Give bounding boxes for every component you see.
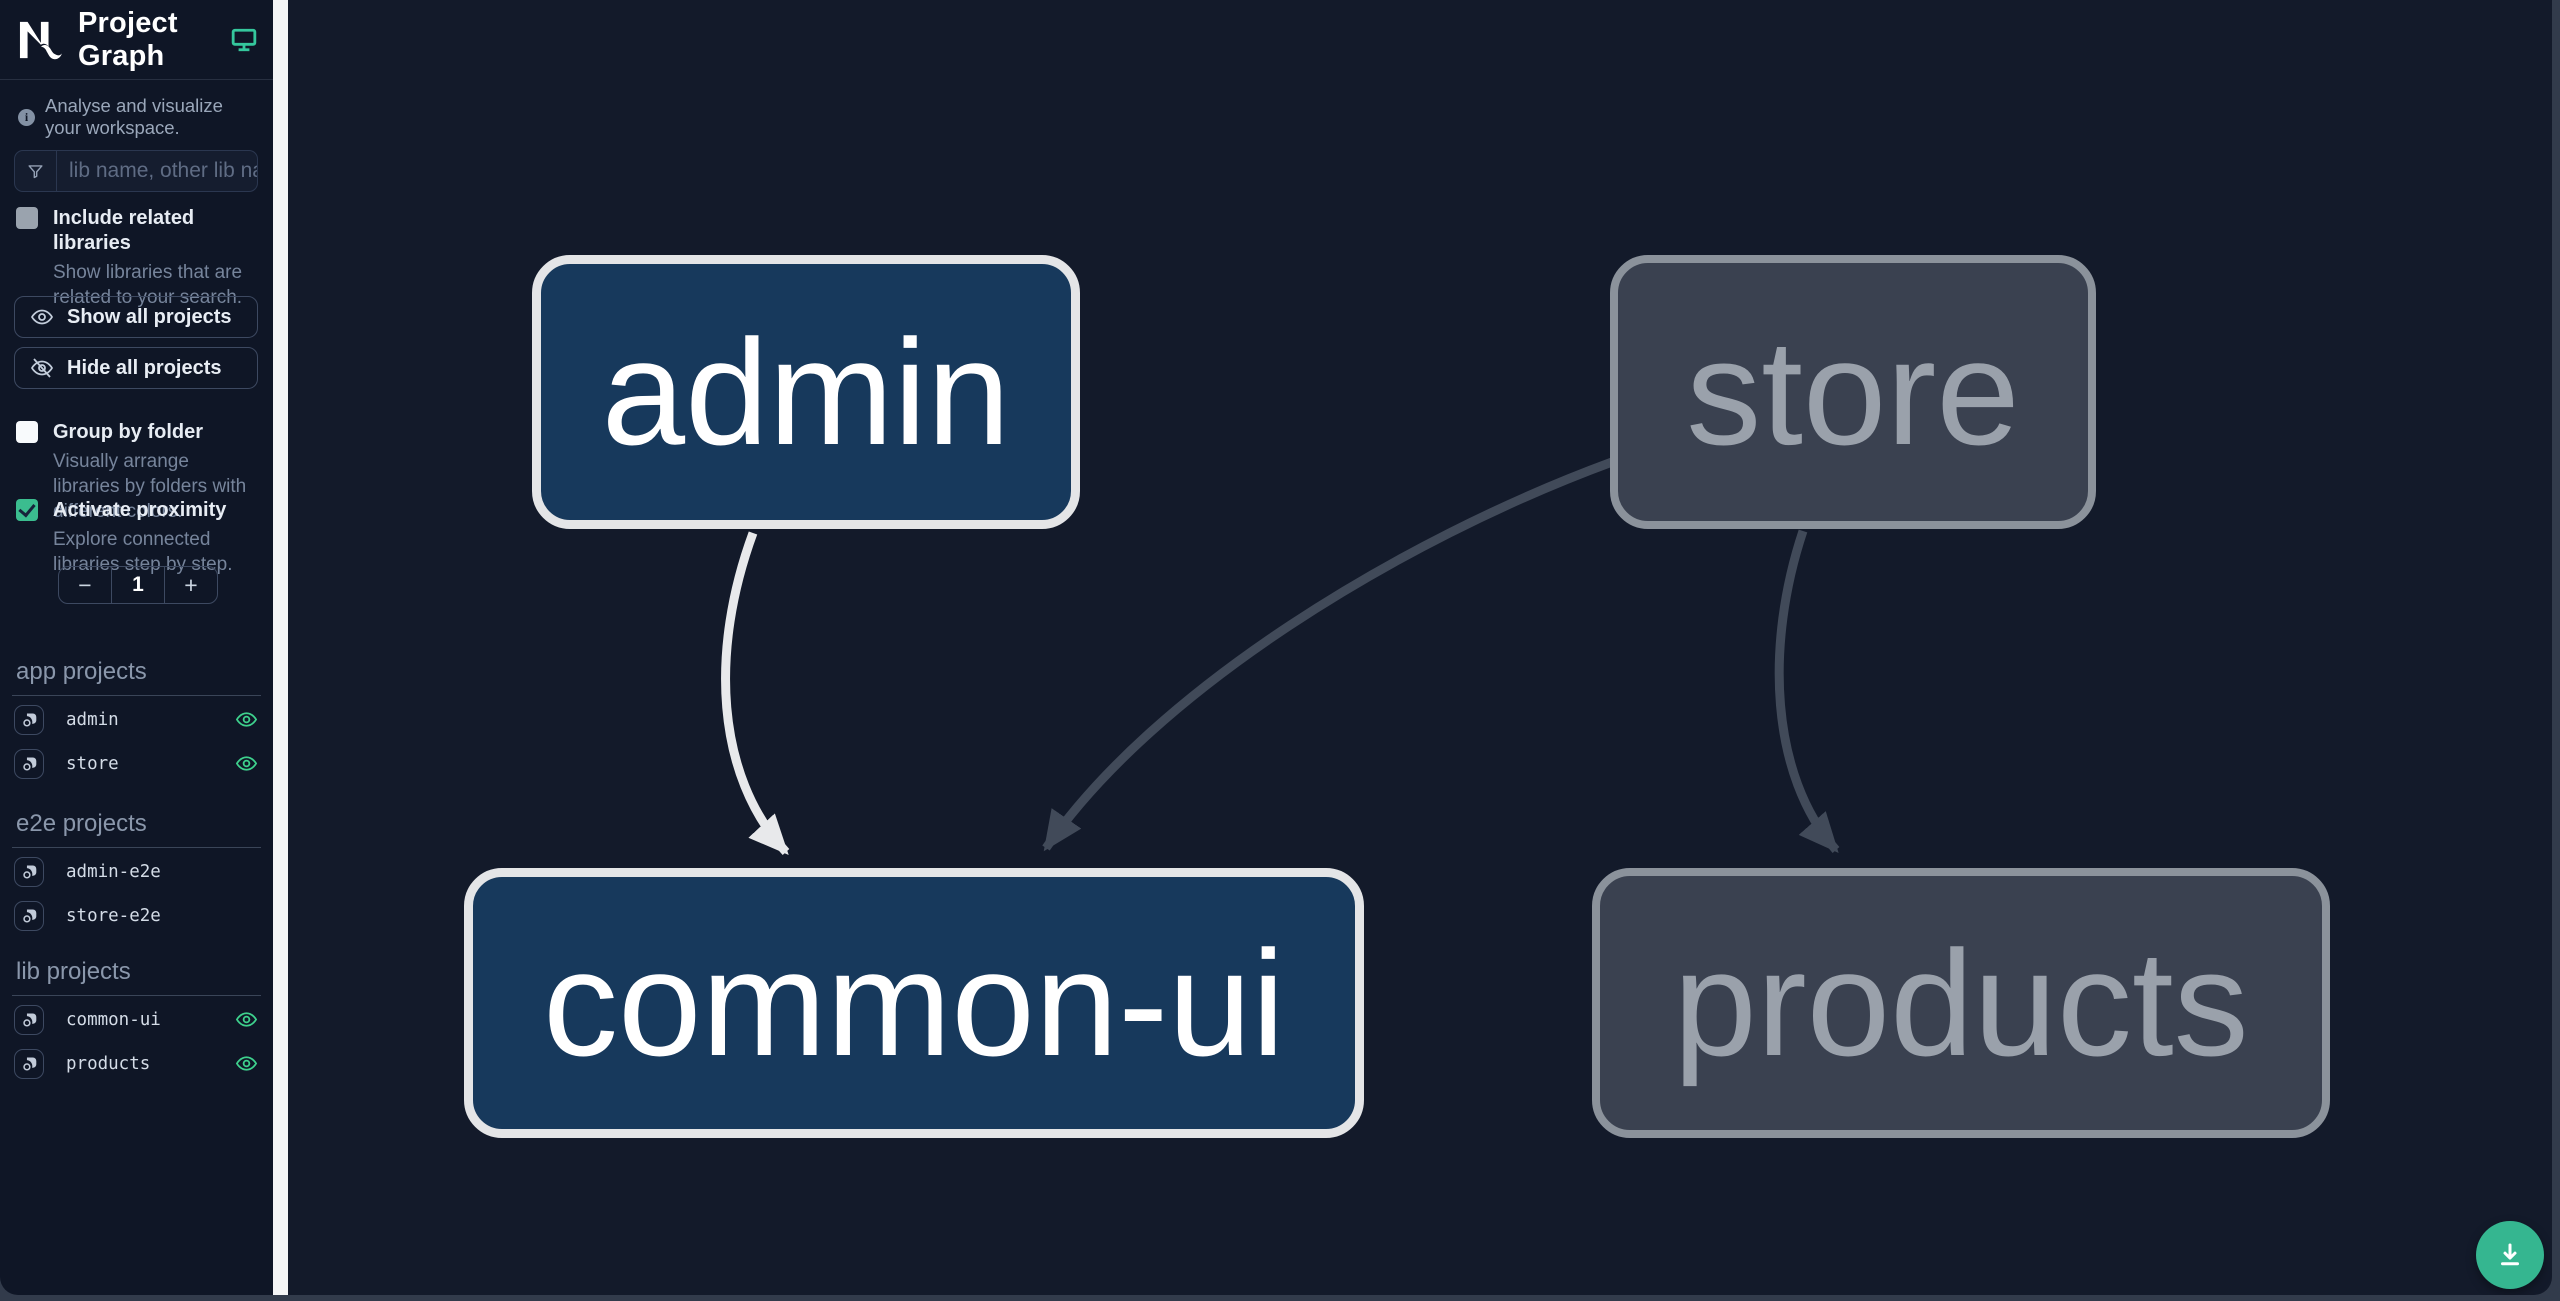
focus-project-button[interactable] — [14, 1004, 44, 1035]
visibility-eye-icon[interactable] — [233, 751, 259, 777]
node-label: store — [1686, 307, 2020, 476]
project-name[interactable]: store-e2e — [66, 905, 161, 926]
include-related-checkbox[interactable] — [16, 207, 38, 229]
focus-icon — [22, 909, 36, 923]
group-by-folder-description: Visually arrange libraries by folders wi… — [53, 451, 247, 523]
visibility-eye-icon[interactable] — [233, 1051, 259, 1077]
visibility-eye-icon[interactable] — [233, 707, 259, 733]
graph-canvas[interactable]: admin store common-ui products — [288, 0, 2552, 1295]
nx-logo-icon — [19, 21, 62, 59]
eye-icon — [30, 309, 54, 325]
focus-icon — [22, 757, 36, 771]
proximity-decrement-button[interactable]: − — [59, 567, 111, 603]
section-heading: app projects — [12, 658, 261, 696]
project-row-products: products — [12, 1043, 261, 1084]
node-label: admin — [601, 307, 1011, 476]
node-label: products — [1673, 918, 2249, 1087]
project-row-store: store — [12, 743, 261, 784]
node-label: common-ui — [543, 918, 1285, 1087]
include-related-description: Show libraries that are related to your … — [53, 262, 243, 309]
focus-icon — [22, 865, 36, 879]
activate-proximity-description: Explore connected libraries step by step… — [53, 529, 233, 576]
visibility-eye-icon[interactable] — [233, 1007, 259, 1033]
project-name[interactable]: common-ui — [66, 1009, 161, 1030]
include-related-option: Include related libraries Show libraries… — [16, 206, 261, 310]
project-row-common-ui: common-ui — [12, 999, 261, 1040]
graph-edges — [721, 457, 1840, 856]
activate-proximity-label: Activate proximity — [53, 499, 227, 521]
project-name[interactable]: products — [66, 1053, 151, 1074]
graph-node-products[interactable]: products — [1592, 868, 2330, 1138]
activate-proximity-checkbox[interactable] — [16, 499, 38, 521]
project-row-admin-e2e: admin-e2e — [12, 851, 261, 892]
section-heading: e2e projects — [12, 810, 261, 848]
project-name[interactable]: admin — [66, 709, 119, 730]
sidebar-header: Project Graph — [0, 0, 273, 80]
graph-node-admin[interactable]: admin — [532, 255, 1080, 529]
search-input[interactable] — [57, 151, 257, 191]
focus-project-button[interactable] — [14, 856, 44, 887]
proximity-value: 1 — [111, 567, 164, 603]
include-related-label: Include related libraries — [53, 207, 195, 254]
show-all-projects-button[interactable]: Show all projects — [14, 296, 258, 338]
page-title: Project Graph — [78, 6, 178, 72]
section-heading: lib projects — [12, 958, 261, 996]
info-banner: i Analyse and visualize your workspace. — [18, 95, 263, 139]
edge-admin-to-common-ui[interactable] — [721, 531, 790, 856]
project-row-store-e2e: store-e2e — [12, 895, 261, 936]
project-row-admin: admin — [12, 699, 261, 740]
download-image-button[interactable] — [2476, 1221, 2544, 1289]
focus-icon — [22, 1013, 36, 1027]
group-by-folder-checkbox[interactable] — [16, 421, 38, 443]
focus-project-button[interactable] — [14, 748, 44, 779]
focus-icon — [22, 713, 36, 727]
section-app-projects: app projects admin — [12, 658, 261, 784]
sidebar: Project Graph i Analyse and visualize yo… — [0, 0, 273, 1295]
edge-store-to-common-ui[interactable] — [1042, 457, 1614, 852]
proximity-increment-button[interactable]: + — [164, 567, 217, 603]
filter-icon — [15, 151, 57, 191]
search-box — [14, 150, 258, 192]
sidebar-canvas-divider — [273, 0, 288, 1295]
focus-icon — [22, 1057, 36, 1071]
focus-project-button[interactable] — [14, 900, 44, 931]
download-icon — [2501, 1243, 2519, 1266]
group-by-folder-option: Group by folder Visually arrange librari… — [16, 420, 261, 524]
graph-node-store[interactable]: store — [1610, 255, 2096, 529]
edge-store-to-products[interactable] — [1774, 529, 1840, 854]
info-icon: i — [18, 108, 35, 126]
hide-all-projects-label: Hide all projects — [67, 356, 222, 379]
project-name[interactable]: admin-e2e — [66, 861, 161, 882]
focus-project-button[interactable] — [14, 1048, 44, 1079]
group-by-folder-label: Group by folder — [53, 421, 203, 443]
monitor-icon[interactable] — [231, 28, 257, 52]
proximity-stepper: − 1 + — [58, 566, 218, 604]
project-name[interactable]: store — [66, 753, 119, 774]
section-lib-projects: lib projects common-ui — [12, 958, 261, 1084]
hide-all-projects-button[interactable]: Hide all projects — [14, 347, 258, 389]
section-e2e-projects: e2e projects admin-e2e store-e2 — [12, 810, 261, 936]
show-all-projects-label: Show all projects — [67, 305, 232, 328]
activate-proximity-option: Activate proximity Explore connected lib… — [16, 498, 261, 577]
focus-project-button[interactable] — [14, 704, 44, 735]
eye-off-icon — [30, 358, 54, 378]
graph-node-common-ui[interactable]: common-ui — [464, 868, 1364, 1138]
info-text: Analyse and visualize your workspace. — [45, 95, 223, 138]
